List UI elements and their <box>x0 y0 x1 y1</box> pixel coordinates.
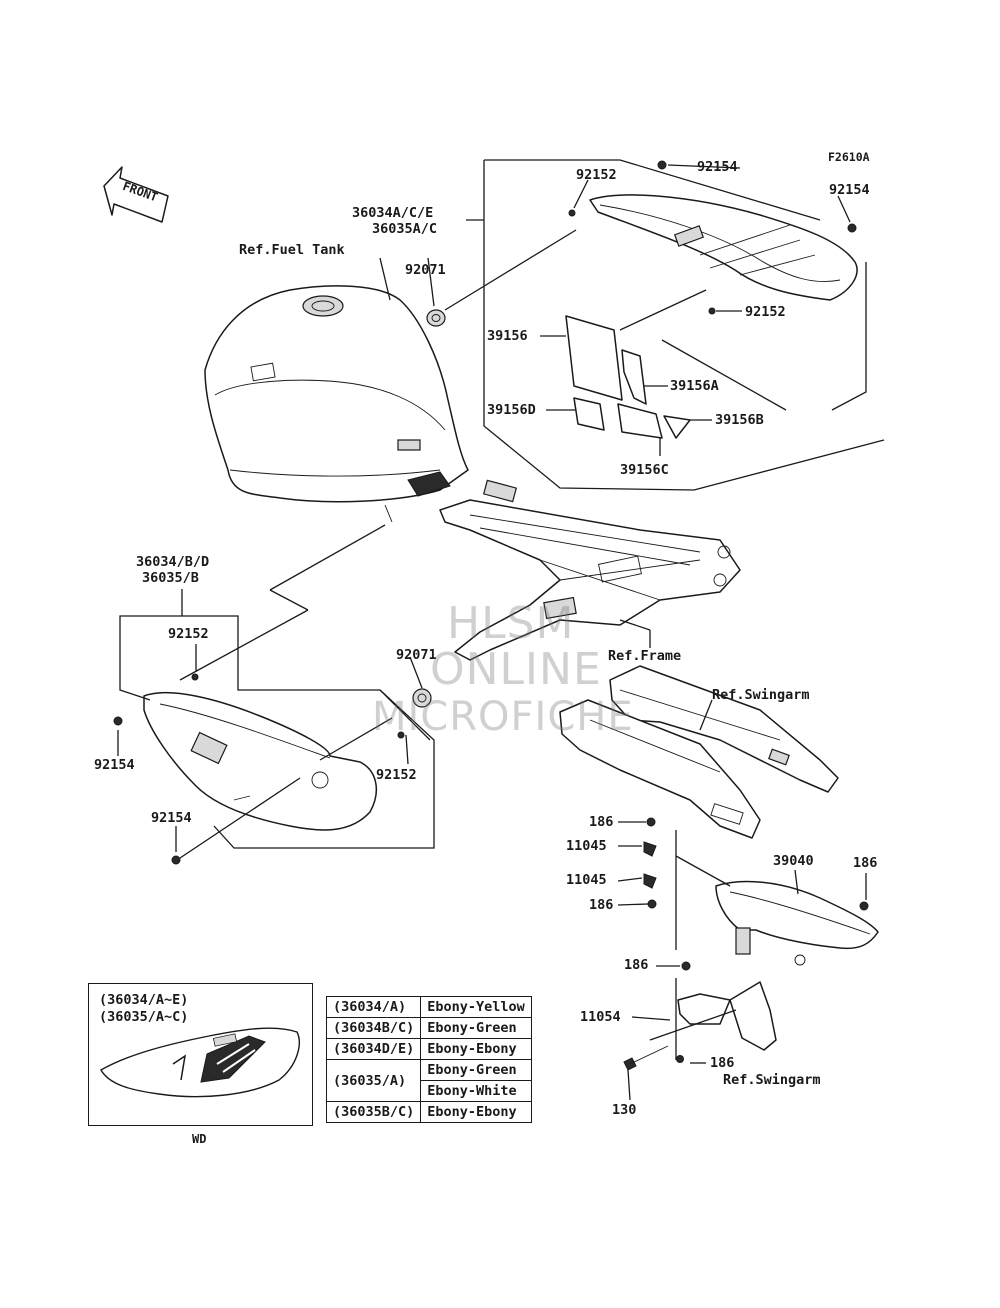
table-cell-part: (36034D/E) <box>325 1038 422 1060</box>
callout-92152-left: 92152 <box>168 626 209 642</box>
callout-186-d: 186 <box>624 957 649 973</box>
callout-92071-mid: 92071 <box>396 647 437 663</box>
table-row: (36034D/E) Ebony-Ebony <box>325 1038 532 1060</box>
decal-illustrations <box>565 315 691 439</box>
table-cell-part: (36034B/C) <box>325 1017 422 1039</box>
chain-guard-illustration <box>623 817 879 1071</box>
table-cell-part: (36034/A) <box>325 996 422 1018</box>
callout-186-b: 186 <box>589 897 614 913</box>
callout-92152-top: 92152 <box>576 167 617 183</box>
ref-frame-label: Ref.Frame <box>608 648 682 664</box>
table-cell-part: (36035/A) <box>325 1059 422 1102</box>
leader-lines <box>117 164 867 1101</box>
watermark-line2: ONLINE <box>430 644 602 695</box>
swingarm-illustration <box>559 665 839 839</box>
table-cell-part: (36035B/C) <box>325 1101 422 1123</box>
ref-swingarm-top-label: Ref.Swingarm <box>712 687 810 703</box>
callout-39156a: 39156A <box>670 378 719 394</box>
callout-39156d: 39156D <box>487 402 536 418</box>
variant-box-line1: (36034/A~E) <box>99 992 189 1008</box>
callout-92154-left: 92154 <box>94 757 135 773</box>
variant-box-title: (36034/A~E) (36035/A~C) <box>99 992 188 1026</box>
callout-92154-bottom: 92154 <box>151 810 192 826</box>
right-side-cover-illustration <box>568 160 858 315</box>
variant-side-cover-illustration <box>100 1027 300 1098</box>
callout-11054: 11054 <box>580 1009 621 1025</box>
color-table: (36034/A) Ebony-Yellow (36034B/C) Ebony-… <box>325 996 532 1123</box>
callout-186-c: 186 <box>853 855 878 871</box>
table-cell-color: Ebony-Ebony <box>420 1038 532 1060</box>
watermark-line1: HLSM <box>447 598 575 649</box>
callout-92152-mid: 92152 <box>376 767 417 783</box>
table-cell-color: Ebony-Yellow <box>420 996 532 1018</box>
table-row: (36034/A) Ebony-Yellow <box>325 996 532 1018</box>
upper-group-outline <box>444 159 885 491</box>
front-direction-arrow: FRONT <box>103 166 169 223</box>
callout-92154-top: 92154 <box>697 159 738 175</box>
table-cell-color: Ebony-White <box>420 1080 532 1102</box>
callout-11045-b: 11045 <box>566 872 607 888</box>
table-cell-color: Ebony-Green <box>420 1059 532 1081</box>
table-cell-color: Ebony-Green <box>420 1017 532 1039</box>
left-side-cover-illustration <box>113 673 405 865</box>
ref-swingarm-bottom-label: Ref.Swingarm <box>723 1072 821 1088</box>
callout-130: 130 <box>612 1102 637 1118</box>
ref-fuel-tank-label: Ref.Fuel Tank <box>239 242 345 258</box>
variant-box-label: WD <box>192 1132 207 1146</box>
grommet-illustrations <box>412 309 446 708</box>
lower-group-outline <box>119 524 435 859</box>
table-row: (36035B/C) Ebony-Ebony <box>325 1101 532 1123</box>
callout-186-a: 186 <box>589 814 614 830</box>
callout-92071-top: 92071 <box>405 262 446 278</box>
table-row: (36034B/C) Ebony-Green <box>325 1017 532 1039</box>
fuel-tank-illustration <box>204 285 469 523</box>
callout-39156c: 39156C <box>620 462 669 478</box>
callout-39156: 39156 <box>487 328 528 344</box>
table-cell-color: Ebony-Ebony <box>420 1101 532 1123</box>
callout-36035ac: 36035A/C <box>372 221 438 237</box>
frame-illustration <box>439 479 741 661</box>
table-row: (36035/A) Ebony-Green <box>325 1059 532 1102</box>
callout-36034bd: 36034/B/D <box>136 554 210 570</box>
table-row: Ebony-White <box>327 1080 532 1102</box>
callout-186-e: 186 <box>710 1055 735 1071</box>
callout-92152-right: 92152 <box>745 304 786 320</box>
figure-code: F2610A <box>828 150 870 164</box>
variant-illustration-box: (36034/A~E) (36035/A~C) <box>88 983 313 1126</box>
callout-39156b: 39156B <box>715 412 764 428</box>
callout-92154-right: 92154 <box>829 182 870 198</box>
watermark-line3: MICROFICHE <box>372 694 634 740</box>
callout-39040: 39040 <box>773 853 814 869</box>
callout-36035b: 36035/B <box>142 570 199 586</box>
variant-box-line2: (36035/A~C) <box>99 1009 189 1025</box>
callout-11045-a: 11045 <box>566 838 607 854</box>
callout-36034ace: 36034A/C/E <box>352 205 434 221</box>
